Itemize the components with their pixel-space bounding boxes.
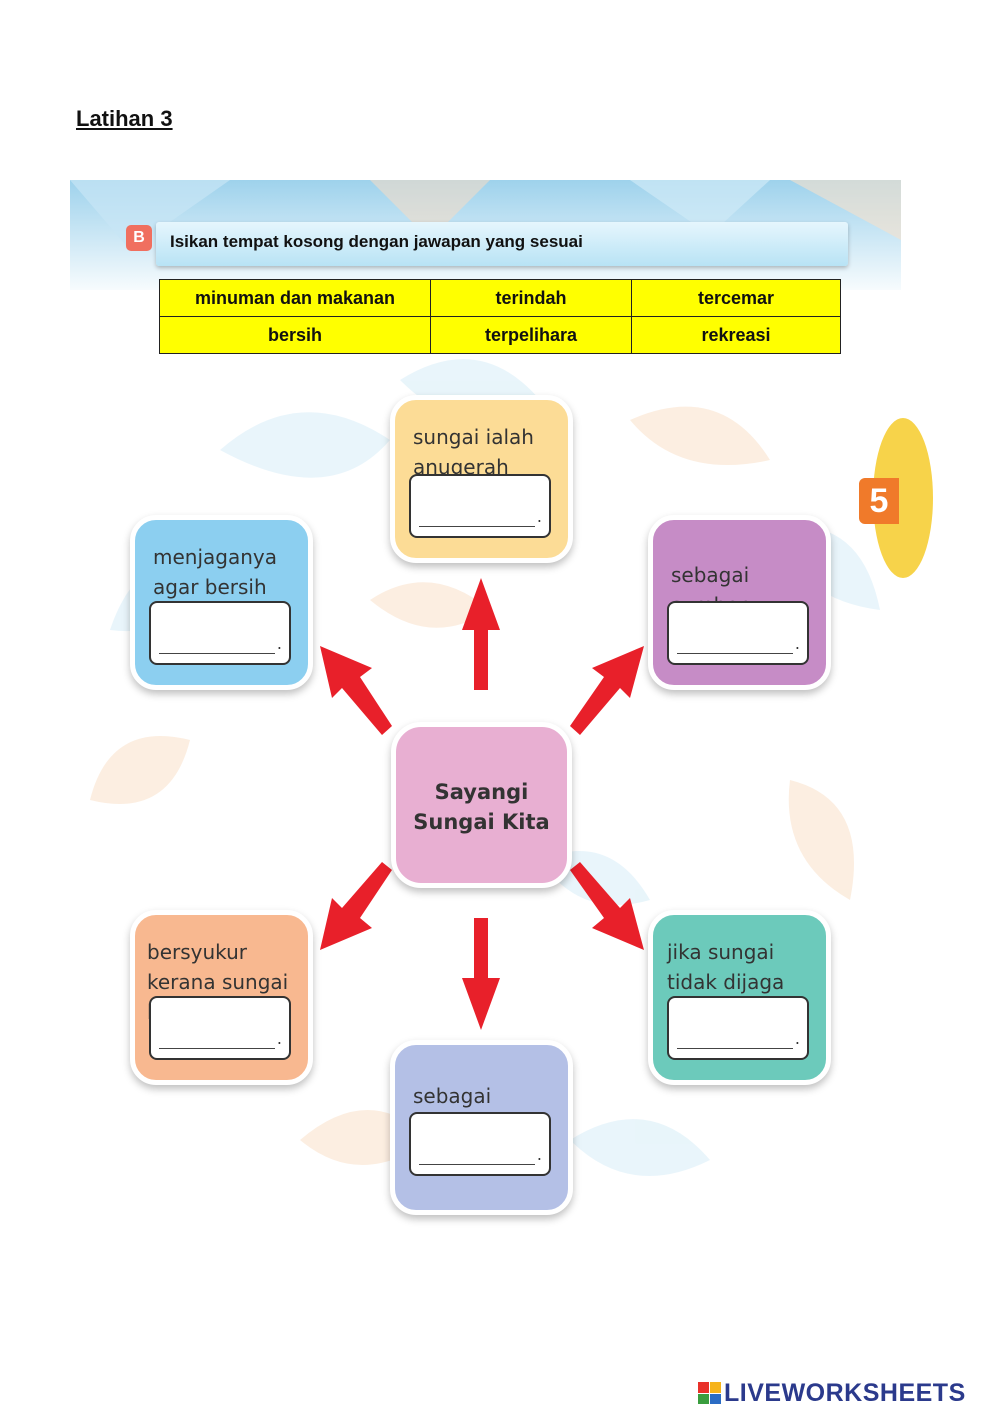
answer-input-bottom[interactable] <box>419 1128 535 1165</box>
word-bank-cell: minuman dan makanan <box>159 279 431 317</box>
word-bank-row: minuman dan makanan terindah tercemar <box>159 279 841 317</box>
instruction-text: Isikan tempat kosong dengan jawapan yang… <box>170 232 583 251</box>
arrow-up-left <box>320 646 392 735</box>
answer-input-bottom-left[interactable] <box>159 1012 275 1049</box>
answer-suffix: . <box>536 507 542 526</box>
arrow-up-right <box>570 646 644 735</box>
node-top-right: sebagai sumber . <box>648 515 831 690</box>
arrow-down <box>462 918 500 1030</box>
footer-brand: LIVEWORKSHEETS <box>724 1378 966 1407</box>
answer-box: . <box>409 1112 551 1176</box>
node-bottom-right: jika sungai tidak dijaga akan . <box>648 910 831 1085</box>
arrow-down-right <box>570 862 644 950</box>
center-title-line1: Sayangi <box>434 780 529 804</box>
word-bank-table: minuman dan makanan terindah tercemar be… <box>159 279 841 354</box>
answer-input-top-right[interactable] <box>677 617 793 654</box>
answer-suffix: . <box>536 1145 542 1164</box>
word-bank-cell: bersih <box>159 316 431 354</box>
answer-box: . <box>667 996 809 1060</box>
footer-logo: LIVEWORKSHEETS <box>698 1378 966 1408</box>
answer-input-top[interactable] <box>419 490 535 527</box>
word-bank-row: bersih terpelihara rekreasi <box>159 316 841 354</box>
answer-box: . <box>409 474 551 538</box>
liveworksheets-logo-icon <box>698 1382 721 1404</box>
center-node: Sayangi Sungai Kita <box>391 722 572 888</box>
node-top-left: menjaganya agar bersih dan . <box>130 515 313 690</box>
answer-input-top-left[interactable] <box>159 617 275 654</box>
answer-suffix: . <box>794 634 800 653</box>
center-title: Sayangi Sungai Kita <box>396 777 567 837</box>
answer-suffix: . <box>276 1029 282 1048</box>
instruction-banner: Isikan tempat kosong dengan jawapan yang… <box>156 222 848 266</box>
answer-box: . <box>149 996 291 1060</box>
word-bank-cell: tercemar <box>631 279 841 317</box>
node-bottom-left: bersyukur kerana sungai kita . <box>130 910 313 1085</box>
node-bottom: sebagai tempat . <box>390 1040 573 1215</box>
section-letter-badge: B <box>126 225 152 251</box>
center-title-line2: Sungai Kita <box>413 810 550 834</box>
node-top: sungai ialah anugerah . <box>390 395 573 563</box>
answer-suffix: . <box>276 634 282 653</box>
worksheet-title: Latihan 3 <box>76 106 173 131</box>
answer-suffix: . <box>794 1029 800 1048</box>
answer-box: . <box>667 601 809 665</box>
word-bank-cell: rekreasi <box>631 316 841 354</box>
arrow-down-left <box>320 862 392 950</box>
answer-input-bottom-right[interactable] <box>677 1012 793 1049</box>
arrow-up <box>462 578 500 690</box>
answer-box: . <box>149 601 291 665</box>
node-bottom-left-text: bersyukur kerana sungai kita <box>147 940 289 1024</box>
page-number-badge: 5 <box>859 478 899 524</box>
word-bank-cell: terpelihara <box>430 316 632 354</box>
node-top-text: sungai ialah anugerah <box>413 425 534 479</box>
